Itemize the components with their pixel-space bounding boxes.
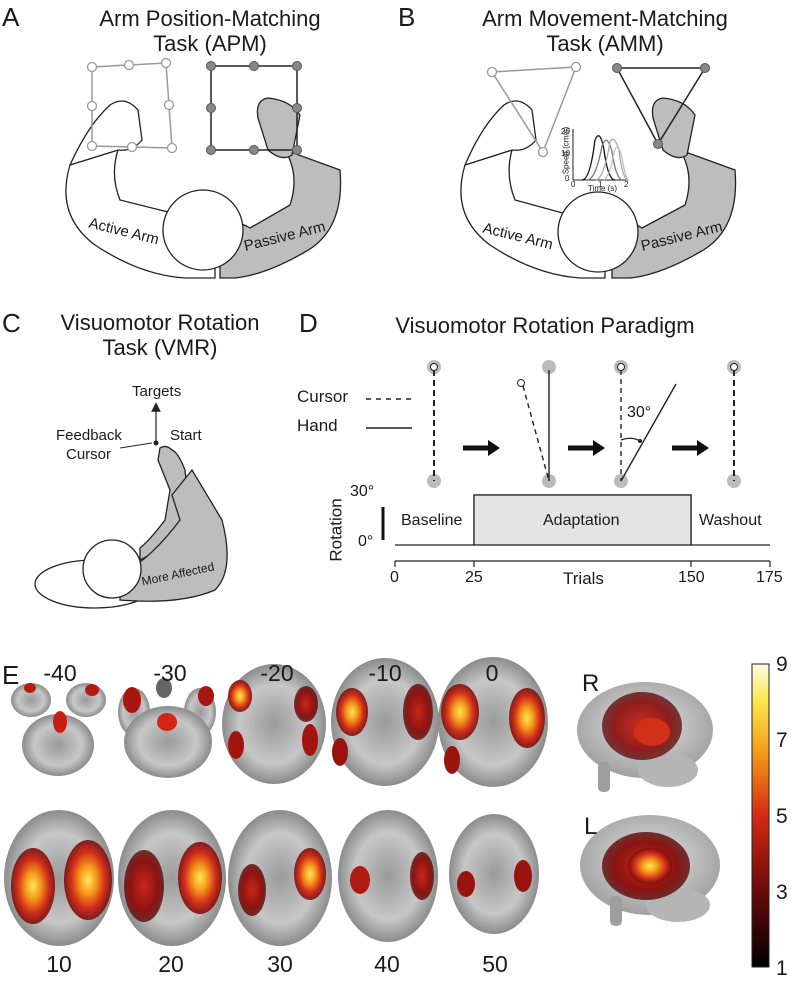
passive-hand-shape — [651, 97, 696, 159]
passive-hand-shape — [256, 97, 301, 159]
passive-arm-shape — [219, 148, 342, 279]
hemi-left-label: L — [584, 813, 598, 840]
angle-label: 30° — [627, 404, 652, 421]
brain-render-right — [577, 682, 713, 792]
inset-xtick: 1 — [598, 180, 603, 189]
panel-d-figure — [366, 360, 771, 567]
brain-render-left — [580, 815, 720, 926]
slice-label: -20 — [260, 660, 294, 686]
slice-label: 30 — [267, 951, 293, 977]
phase-washout: Washout — [699, 512, 762, 529]
inset-ytick: 10 — [561, 149, 570, 158]
active-triangle — [490, 66, 578, 154]
adaptation-region — [473, 494, 692, 546]
active-hand-shape — [463, 100, 537, 167]
colorbar-tick: 7 — [776, 729, 788, 752]
trials-xlabel: Trials — [563, 569, 604, 588]
colorbar — [751, 663, 770, 968]
panel-b-figure — [460, 61, 737, 279]
cursor-legend-label: Cursor — [297, 387, 349, 406]
slice-label: 0 — [485, 660, 499, 686]
phase-adaptation: Adaptation — [543, 512, 620, 529]
passive-target-points — [206, 61, 302, 155]
hand-legend-label: Hand — [297, 416, 338, 435]
colorbar-tick: 5 — [776, 805, 788, 828]
panel-a-title: Arm Position-Matching Task (APM) — [99, 6, 321, 56]
slice-row-top — [11, 657, 548, 787]
speed-inset-plot — [572, 129, 629, 181]
panel-e-figure — [4, 657, 770, 968]
head-circle — [557, 191, 639, 273]
xtick-175: 175 — [756, 569, 783, 586]
panel-b-letter: B — [398, 2, 416, 32]
start-label: Start — [170, 427, 202, 444]
ytick-30: 30° — [350, 483, 375, 500]
inset-xtick: 2 — [624, 180, 629, 189]
panel-c-figure — [34, 402, 228, 609]
xtick-0: 0 — [390, 569, 399, 586]
active-target-points — [86, 57, 178, 154]
passive-arm-shape — [611, 148, 737, 279]
slice-label: 10 — [46, 951, 72, 977]
panel-d-letter: D — [299, 308, 318, 338]
head-circle — [162, 189, 244, 271]
panel-c-title: Visuomotor Rotation Task (VMR) — [60, 310, 260, 360]
slice-label: -10 — [368, 660, 402, 686]
xtick-25: 25 — [465, 569, 483, 586]
xtick-150: 150 — [678, 569, 705, 586]
early-adapt-cursor — [522, 385, 550, 482]
rotation-ylabel: Rotation — [326, 498, 346, 562]
late-adapt-hand — [620, 383, 677, 482]
slice-label: 40 — [374, 951, 400, 977]
passive-triangle — [615, 67, 707, 146]
targets-label: Targets — [132, 383, 182, 400]
slice-label: 20 — [158, 951, 184, 977]
slice-row-bottom — [4, 810, 539, 946]
inset-ytick: 20 — [561, 127, 570, 136]
inset-ytick: 0 — [565, 174, 570, 183]
head-circle — [82, 539, 142, 599]
hemi-right-label: R — [582, 670, 600, 697]
colorbar-tick: 1 — [776, 957, 788, 980]
ytick-0: 0° — [358, 533, 374, 550]
colorbar-tick: 3 — [776, 881, 788, 904]
phase-baseline: Baseline — [401, 512, 463, 529]
panel-b-title: Arm Movement-Matching Task (AMM) — [482, 6, 728, 56]
colorbar-tick: 9 — [776, 653, 788, 676]
feedback-label: Feedback — [56, 427, 122, 444]
panel-c-letter: C — [2, 308, 21, 338]
slice-label: -30 — [153, 660, 187, 686]
panel-a-letter: A — [2, 2, 20, 32]
slice-label: -40 — [43, 660, 77, 686]
panel-e-letter: E — [2, 660, 20, 690]
inset-xtick: 0 — [571, 180, 576, 189]
cursor-label: Cursor — [66, 446, 112, 463]
slice-label: 50 — [482, 951, 508, 977]
panel-a-figure — [65, 57, 342, 279]
inset-xlabel: Time (s) — [588, 184, 618, 193]
panel-d-title: Visuomotor Rotation Paradigm — [395, 313, 695, 338]
